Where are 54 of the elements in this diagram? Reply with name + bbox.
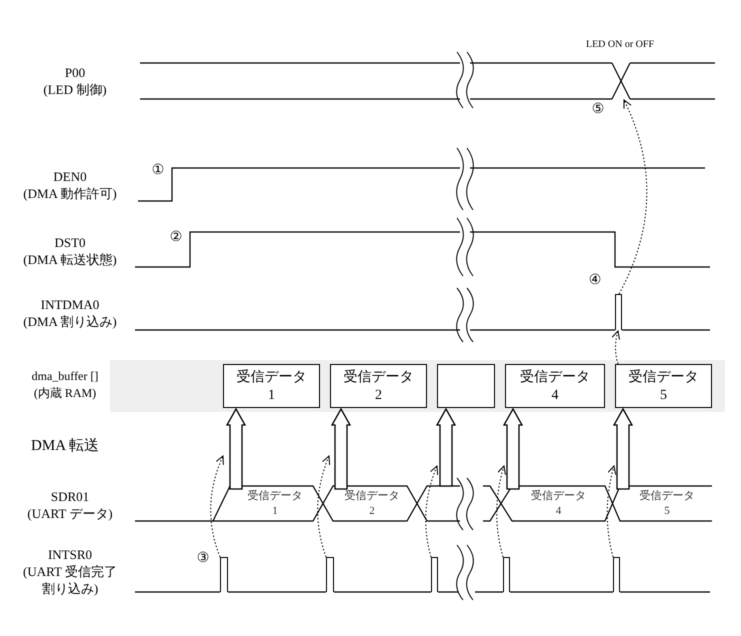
signal-name: P00 (LED 制御) bbox=[42, 64, 108, 98]
signal-name: INTSR0 (UART 受信完了割り込み) bbox=[22, 546, 118, 597]
dotted-arrow bbox=[618, 100, 648, 294]
segment-text: 受信データ bbox=[638, 489, 696, 504]
memory-box bbox=[330, 364, 427, 408]
segment-text: 1 bbox=[271, 504, 279, 519]
signal-name: dma_buffer [] (内蔵 RAM) bbox=[30, 368, 100, 402]
signal-name: SDR01 (UART データ) bbox=[26, 488, 114, 522]
memory-box bbox=[505, 364, 605, 408]
memory-box bbox=[437, 364, 495, 408]
value-label: LED ON or OFF bbox=[584, 38, 656, 52]
signal-name: DEN0 (DMA 動作許可) bbox=[22, 168, 118, 202]
segment-text: 受信データ bbox=[246, 489, 304, 504]
callout-number: ④ bbox=[588, 272, 602, 289]
dotted-arrow bbox=[606, 466, 616, 558]
segment-text: 2 bbox=[368, 504, 376, 519]
block-arrow bbox=[612, 408, 634, 490]
memory-box bbox=[223, 364, 320, 408]
callout-number: ① bbox=[150, 162, 166, 179]
signal-name: INTDMA0 (DMA 割り込み) bbox=[22, 296, 118, 330]
dotted-arrow bbox=[317, 456, 330, 558]
callout-number: ③ bbox=[196, 550, 210, 567]
segment-text: 受信データ bbox=[530, 489, 587, 504]
callout-number: ② bbox=[168, 229, 184, 246]
callout-number: ⑤ bbox=[590, 101, 606, 118]
block-arrow bbox=[436, 408, 456, 487]
block-arrow bbox=[226, 408, 246, 490]
box-text: 1 bbox=[267, 387, 276, 405]
pulse bbox=[503, 557, 510, 592]
box-text: 受信データ bbox=[342, 369, 414, 387]
box-text: 受信データ bbox=[628, 369, 700, 387]
signal-name: DST0 (DMA 転送状態) bbox=[22, 234, 118, 268]
transition-cross bbox=[612, 63, 630, 99]
box-text: 4 bbox=[550, 387, 560, 405]
dotted-arrow bbox=[210, 456, 224, 558]
segment-text: 4 bbox=[554, 504, 562, 519]
pulse bbox=[220, 557, 228, 592]
block-arrow bbox=[330, 408, 352, 490]
memory-box bbox=[615, 364, 712, 408]
signal-name: DMA 転送 bbox=[30, 438, 100, 455]
pulse bbox=[615, 294, 622, 330]
segment-text: 5 bbox=[663, 504, 671, 519]
box-text: 受信データ bbox=[236, 369, 308, 387]
pulse bbox=[613, 557, 620, 592]
box-text: 5 bbox=[659, 387, 668, 405]
dotted-arrow bbox=[425, 466, 438, 558]
dotted-arrow bbox=[496, 466, 506, 558]
pulse bbox=[326, 557, 334, 592]
box-text: 受信データ bbox=[519, 369, 591, 387]
box-text: 2 bbox=[374, 387, 383, 405]
dotted-arrow bbox=[612, 330, 620, 364]
block-arrow bbox=[502, 408, 524, 490]
pulse bbox=[431, 557, 438, 592]
segment-text: 受信データ bbox=[344, 489, 400, 504]
